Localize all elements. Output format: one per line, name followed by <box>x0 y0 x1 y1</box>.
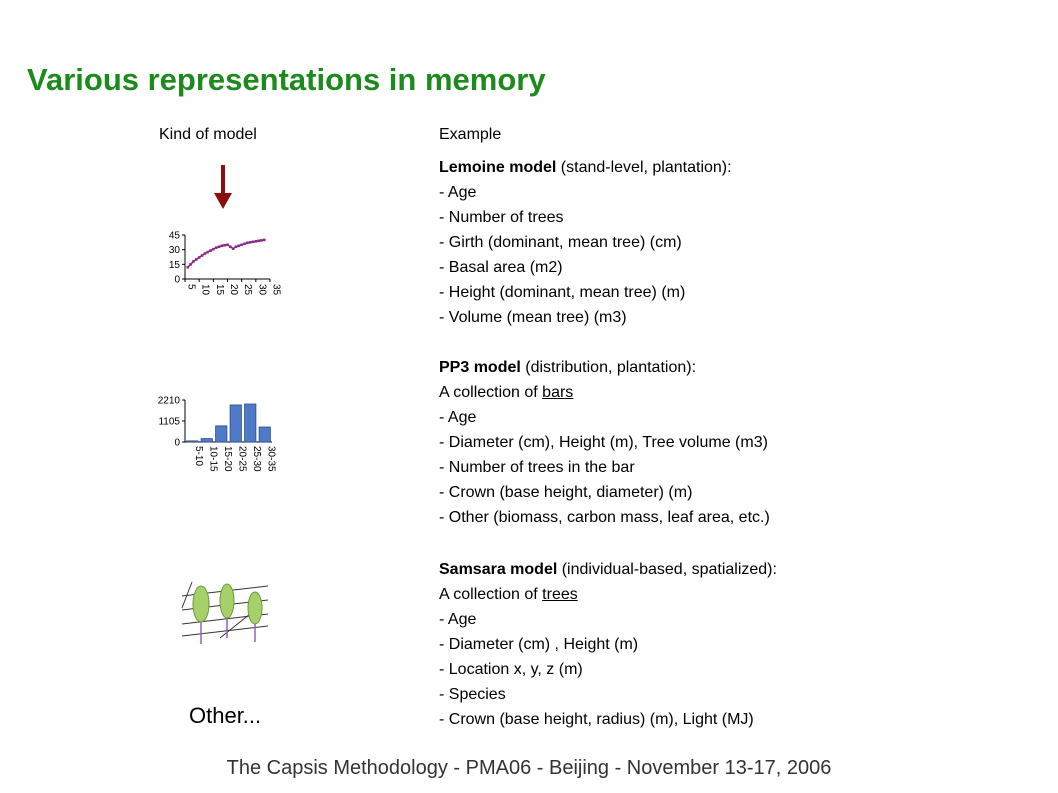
data-point <box>209 249 212 252</box>
data-point <box>223 243 226 247</box>
bar <box>244 403 257 443</box>
y-tick-label: 0 <box>174 275 180 286</box>
x-tick-label: 25 <box>242 284 253 296</box>
x-tick-label: 35 <box>271 284 282 296</box>
bars-link: bars <box>542 384 574 401</box>
data-point <box>192 260 195 263</box>
data-point <box>234 245 238 249</box>
data-point <box>254 240 258 243</box>
data-point <box>251 240 255 244</box>
data-point <box>226 243 229 247</box>
data-point <box>186 265 190 269</box>
slide-title: Various representations in memory <box>27 62 546 97</box>
list-item: - Basal area (m2) <box>439 259 563 276</box>
list-item: - Girth (dominant, mean tree) (cm) <box>439 234 682 251</box>
x-tick-label: 20 <box>228 284 239 296</box>
list-item: - Number of trees in the bar <box>439 459 635 476</box>
list-item: - Volume (mean tree) (m3) <box>439 309 627 326</box>
list-item: - Number of trees <box>439 209 564 226</box>
x-tick-label: 30 <box>256 284 267 296</box>
data-point <box>257 239 260 243</box>
y-tick-label: 30 <box>169 245 181 256</box>
data-point <box>243 242 246 246</box>
x-tick-label: 15-20 <box>222 446 233 472</box>
list-item: - Diameter (cm), Height (m), Tree volume… <box>439 434 768 451</box>
data-point <box>237 244 241 248</box>
samsara-intro: A collection of trees <box>439 586 578 603</box>
data-point <box>231 247 235 250</box>
y-tick-label: 0 <box>174 438 180 449</box>
list-item: - Age <box>439 611 477 628</box>
data-point <box>214 246 218 250</box>
example-header: Example <box>439 126 502 143</box>
data-point <box>220 244 224 248</box>
data-point <box>206 250 209 254</box>
samsara-heading: Samsara model (individual-based, spatial… <box>439 561 777 578</box>
list-item: - Species <box>439 686 506 703</box>
data-point <box>263 238 266 242</box>
down-arrow-icon <box>214 165 232 209</box>
line-series <box>187 239 265 268</box>
data-point <box>212 247 215 251</box>
list-item: - Crown (base height, radius) (m), Light… <box>439 711 754 728</box>
lemoine-heading: Lemoine model (stand-level, plantation): <box>439 159 732 176</box>
bar <box>258 426 271 443</box>
x-tick-label: 30-35 <box>265 446 276 472</box>
tree-scene-icon <box>181 581 269 644</box>
data-point <box>189 263 192 266</box>
other-label: Other... <box>189 703 262 728</box>
data-point <box>229 245 232 249</box>
bar <box>215 425 228 443</box>
y-tick-label: 2210 <box>158 396 181 407</box>
bar <box>200 438 213 443</box>
list-item: - Other (biomass, carbon mass, leaf area… <box>439 509 770 526</box>
list-item: - Location x, y, z (m) <box>439 661 583 678</box>
bar <box>186 440 199 443</box>
x-tick-label: 5-10 <box>193 446 204 466</box>
list-item: - Height (dominant, mean tree) (m) <box>439 284 686 301</box>
x-tick-label: 20-25 <box>236 446 247 472</box>
data-point <box>240 243 243 247</box>
list-item: - Age <box>439 184 477 201</box>
x-tick-label: 5 <box>186 284 197 290</box>
pp3-intro: A collection of bars <box>439 384 574 401</box>
data-point <box>197 256 201 259</box>
bar <box>229 404 242 443</box>
x-tick-label: 10-15 <box>207 446 218 472</box>
pp3-heading: PP3 model (distribution, plantation): <box>439 359 697 376</box>
kind-of-model-header: Kind of model <box>159 126 257 143</box>
data-point <box>260 239 263 242</box>
data-point <box>217 245 221 249</box>
footer: The Capsis Methodology - PMA06 - Beijing… <box>226 757 832 779</box>
data-point <box>246 241 249 245</box>
list-item: - Diameter (cm) , Height (m) <box>439 636 639 653</box>
data-point <box>195 258 198 261</box>
data-point <box>248 241 252 244</box>
x-tick-label: 15 <box>214 284 225 296</box>
y-tick-label: 15 <box>169 260 181 271</box>
data-point <box>203 252 207 255</box>
list-item: - Age <box>439 409 477 426</box>
x-tick-label: 10 <box>200 284 211 296</box>
y-tick-label: 45 <box>169 231 181 242</box>
list-item: - Crown (base height, diameter) (m) <box>439 484 693 501</box>
y-tick-label: 1105 <box>158 417 180 428</box>
data-point <box>200 254 204 257</box>
trees-link: trees <box>542 586 578 603</box>
x-tick-label: 25-30 <box>251 446 262 472</box>
